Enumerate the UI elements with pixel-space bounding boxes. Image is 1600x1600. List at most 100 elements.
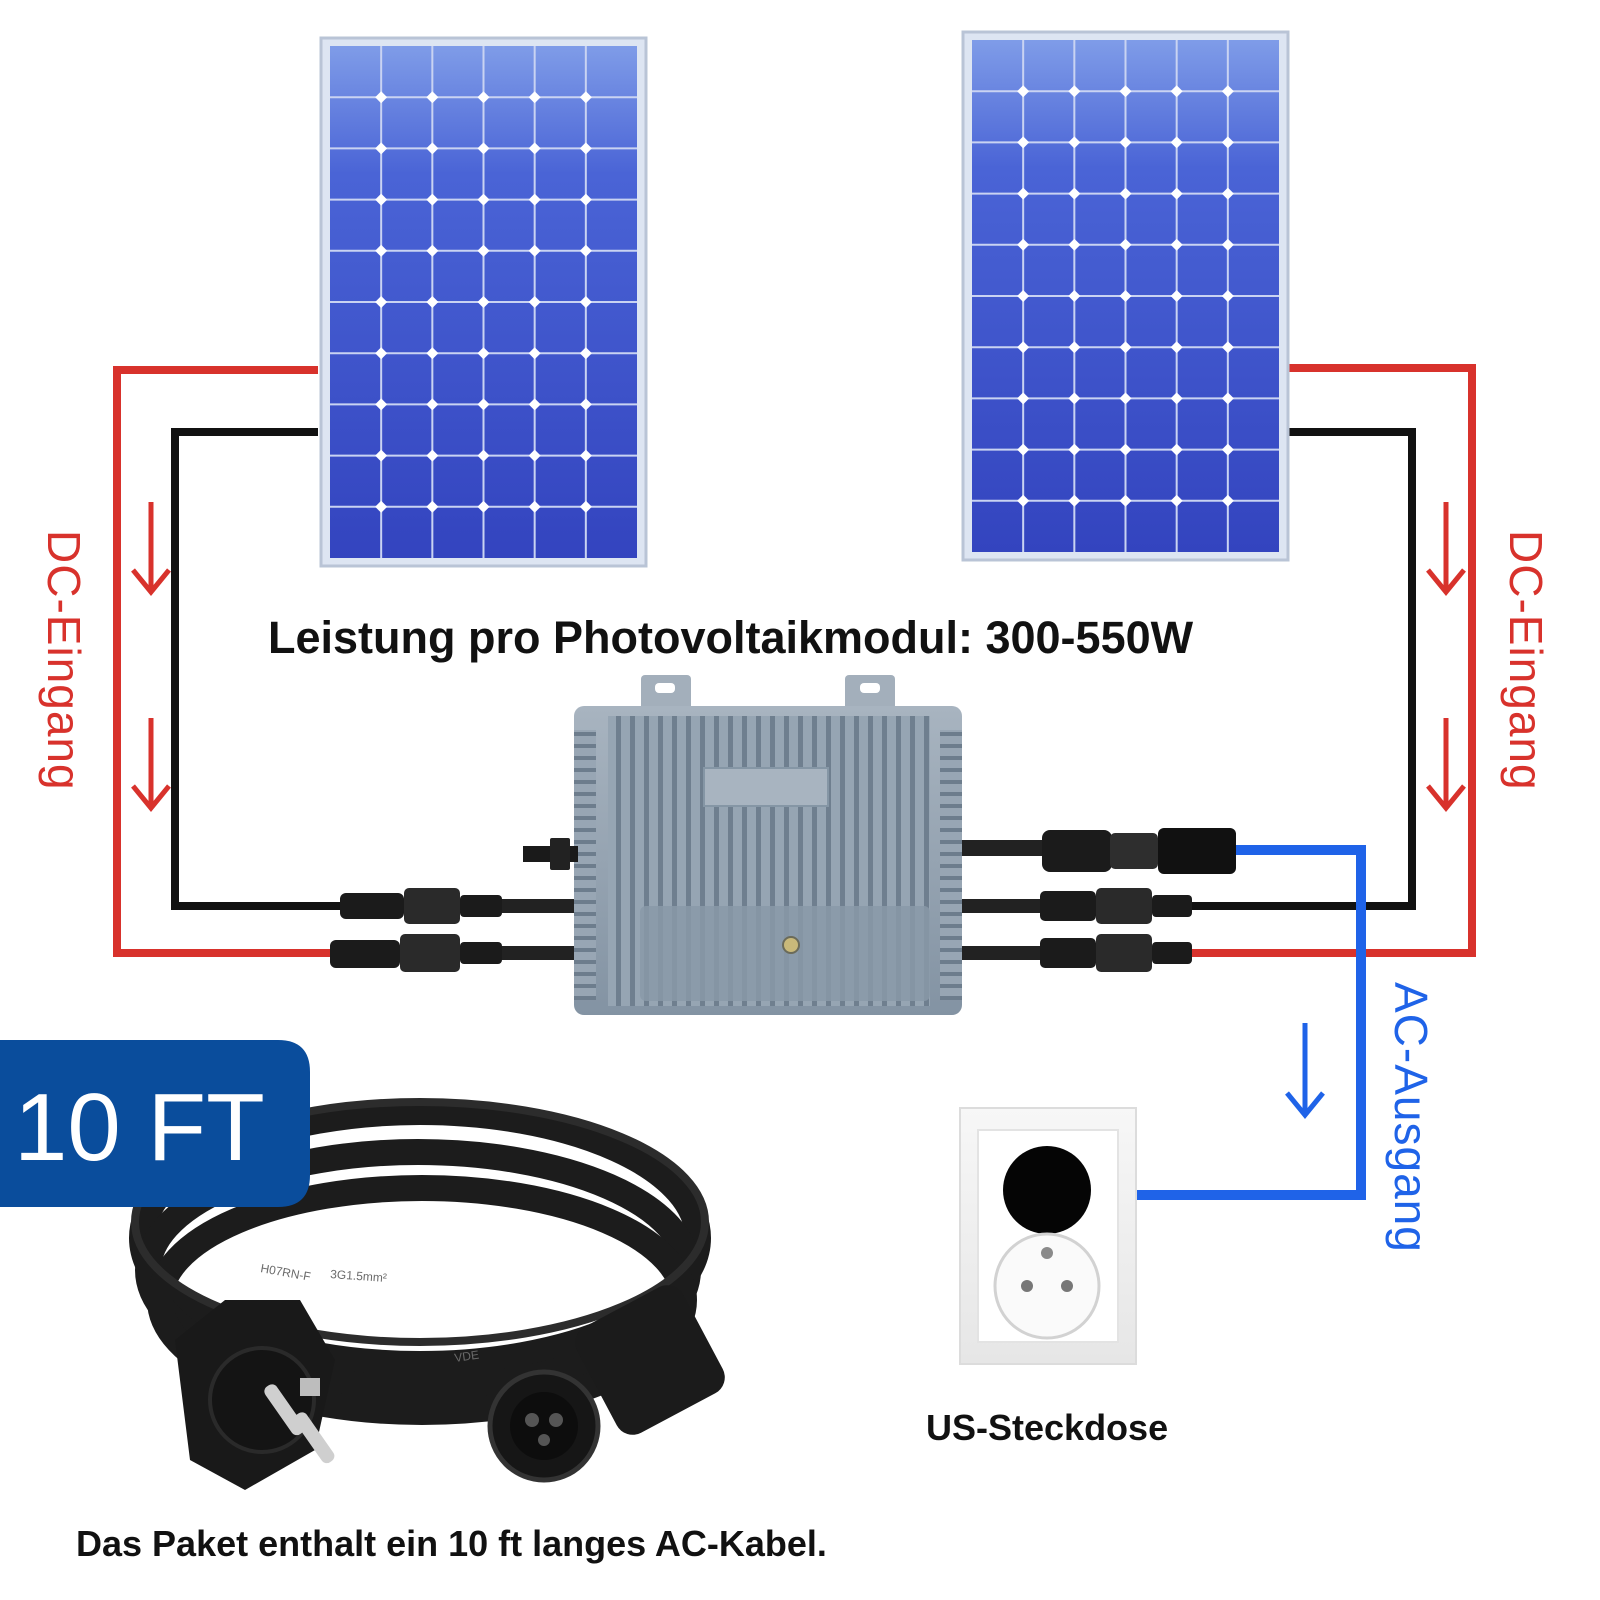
cell-node (579, 193, 592, 206)
left-negative-wire (171, 428, 345, 910)
ac-output-wire (1085, 845, 1366, 1200)
cell-node (477, 500, 490, 513)
schuko-plug-icon (175, 1300, 335, 1490)
cell-node (1017, 136, 1030, 149)
cell-node (1170, 392, 1183, 405)
cell-node (1170, 443, 1183, 456)
cell-node (1170, 238, 1183, 251)
cell-node (579, 347, 592, 360)
cell-node (1170, 494, 1183, 507)
cell-node (1221, 238, 1234, 251)
cell-node (528, 398, 541, 411)
arrow-down-icon (131, 718, 171, 812)
cell-node (375, 91, 388, 104)
outlet-label: US-Steckdose (926, 1407, 1168, 1448)
cell-node (375, 244, 388, 257)
cell-node (375, 347, 388, 360)
cell-node (477, 449, 490, 462)
length-badge: 10 FT (0, 1040, 310, 1207)
cell-node (1119, 187, 1132, 200)
cell-node (1017, 85, 1030, 98)
cell-node (528, 347, 541, 360)
cell-node (1221, 494, 1234, 507)
right-negative-wire (1188, 428, 1416, 910)
cell-node (426, 296, 439, 308)
cell-node (426, 500, 439, 513)
left-positive-wire (113, 366, 330, 957)
cell-node (528, 500, 541, 513)
cell-node (1221, 136, 1234, 149)
cell-node (1017, 341, 1030, 354)
cell-node (1119, 392, 1132, 405)
dc-input-label-right: DC-Eingang (1500, 530, 1552, 791)
dc-input-label-left: DC-Eingang (38, 530, 90, 791)
cell-node (528, 449, 541, 462)
cell-node (1068, 290, 1081, 302)
cell-node (375, 142, 388, 155)
cell-node (426, 398, 439, 411)
cell-node (1221, 290, 1234, 302)
cell-node (1221, 85, 1234, 98)
cell-node (1119, 494, 1132, 507)
cell-node (1221, 443, 1234, 456)
cell-node (1068, 443, 1081, 456)
cell-node (375, 193, 388, 206)
cable-print-a: H07RN-F (259, 1261, 311, 1284)
cell-node (528, 193, 541, 206)
cell-node (477, 244, 490, 257)
cell-node (579, 244, 592, 257)
cell-node (1068, 85, 1081, 98)
cell-node (1119, 443, 1132, 456)
cell-node (579, 296, 592, 308)
cell-node (1221, 187, 1234, 200)
cell-node (1119, 238, 1132, 251)
cell-node (1068, 136, 1081, 149)
cell-node (1068, 187, 1081, 200)
arrow-down-icon (131, 502, 171, 596)
cell-node (1170, 85, 1183, 98)
cell-node (477, 347, 490, 360)
cell-node (1170, 290, 1183, 302)
headline: Leistung pro Photovoltaikmodul: 300-550W (268, 612, 1194, 663)
cell-node (579, 142, 592, 155)
cell-node (477, 193, 490, 206)
cell-node (477, 398, 490, 411)
cell-node (477, 296, 490, 308)
right-positive-wire (1188, 364, 1476, 957)
cell-node (1170, 136, 1183, 149)
cell-node (426, 142, 439, 155)
cell-node (1068, 341, 1081, 354)
cell-node (1068, 238, 1081, 251)
cell-node (579, 449, 592, 462)
cell-node (1017, 392, 1030, 405)
solar-panel-right (961, 30, 1290, 562)
package-note: Das Paket enthalt ein 10 ft langes AC-Ka… (76, 1523, 827, 1564)
dc-wiring (113, 364, 1476, 957)
cell-node (1017, 238, 1030, 251)
ac-connector-icon (487, 1285, 725, 1483)
cell-node (426, 347, 439, 360)
cell-node (375, 449, 388, 462)
mc4-connectors-right (962, 828, 1236, 972)
cell-node (1119, 341, 1132, 354)
wall-outlet (959, 1107, 1137, 1365)
cell-node (579, 500, 592, 513)
badge-text: 10 FT (14, 1074, 265, 1181)
cell-node (579, 398, 592, 411)
cell-node (1170, 187, 1183, 200)
arrow-down-icon (1426, 502, 1466, 596)
solar-panel-left (319, 36, 648, 568)
cell-node (1221, 341, 1234, 354)
cell-node (528, 91, 541, 104)
cell-node (1017, 443, 1030, 456)
cell-node (375, 500, 388, 513)
micro-inverter (523, 675, 962, 1015)
cell-node (1068, 392, 1081, 405)
cell-node (1068, 494, 1081, 507)
ac-output-label: AC-Ausgang (1385, 982, 1437, 1253)
cell-node (1170, 341, 1183, 354)
cell-node (477, 142, 490, 155)
cell-node (1119, 85, 1132, 98)
cell-node (1017, 494, 1030, 507)
cell-node (426, 244, 439, 257)
